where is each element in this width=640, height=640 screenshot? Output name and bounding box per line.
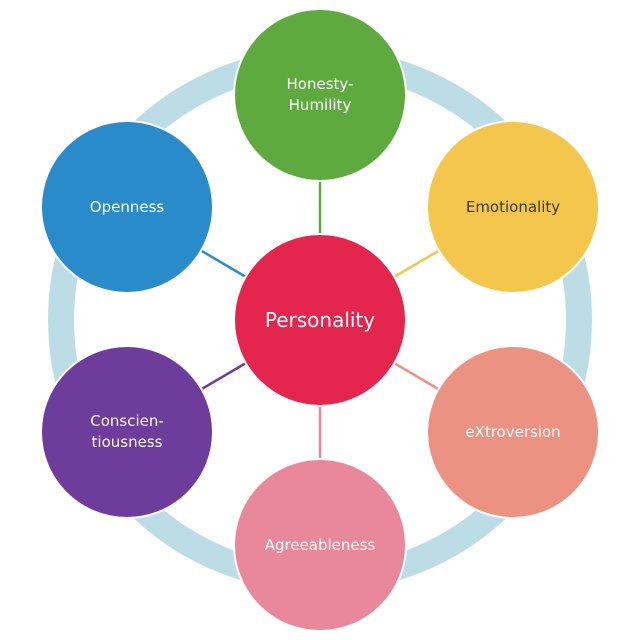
node-extroversion: eXtroversion <box>426 345 600 519</box>
center-label: Personality <box>264 307 376 332</box>
node-personality-center: Personality <box>233 233 407 407</box>
node-label: Openness <box>89 197 165 216</box>
node-agreeableness: Agreeableness <box>233 458 407 632</box>
node-label: eXtroversion <box>465 422 561 441</box>
node-conscientiousness: Conscien- tiousness <box>40 345 214 519</box>
node-label: Emotionality <box>465 197 561 216</box>
connector-emotionality <box>393 248 441 279</box>
node-label: Agreeableness <box>264 535 376 554</box>
node-label: Honesty- Humility <box>286 75 354 114</box>
connector-extroversion <box>393 361 441 392</box>
connector-openness <box>199 248 247 279</box>
connector-conscientiousness <box>199 361 247 392</box>
node-emotionality: Emotionality <box>426 120 600 294</box>
node-label: Conscien- tiousness <box>90 412 164 451</box>
node-honesty-humility: Honesty- Humility <box>233 8 407 182</box>
node-openness: Openness <box>40 120 214 294</box>
